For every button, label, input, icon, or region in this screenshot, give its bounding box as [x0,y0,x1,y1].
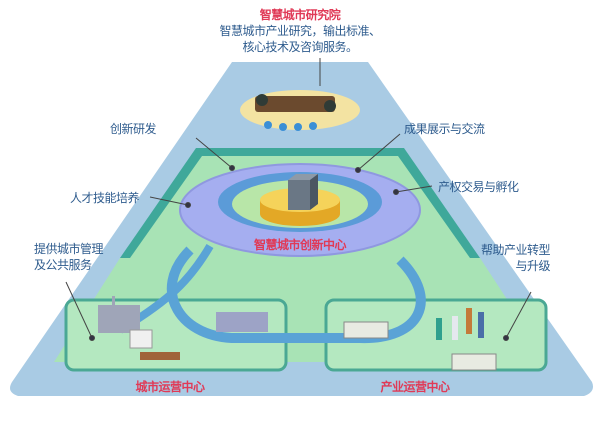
callout-results-exchange: 成果展示与交流 [404,122,485,136]
industry-ops-center-label: 产业运营中心 [380,380,450,394]
city-ops-center-label: 城市运营中心 [135,380,205,394]
callout-talent-training: 人才技能培养 [70,191,140,205]
hub-building [288,180,310,210]
callout-city-mgmt-1: 提供城市管理 [34,242,104,256]
callout-ip-incubation: 产权交易与孵化 [438,180,519,194]
research-institute-desc-2: 核心技术及咨询服务。 [242,40,358,54]
innovation-center-title: 智慧城市创新中心 [253,238,347,252]
warehouse-icon [216,312,268,332]
industrial-unit-icon-2 [451,353,497,371]
callout-industry-upgrade-1: 帮助产业转型 [480,243,551,257]
industrial-unit-icon-1 [343,321,389,339]
callout-industry-upgrade-2: 与升级 [515,259,550,273]
research-institute-desc-1: 智慧城市产业研究，输出标准、 [219,24,381,38]
chart-board-icon [129,329,153,349]
people-group-icon [436,308,484,340]
factory-icon [98,305,140,333]
callout-innovation-rd: 创新研发 [110,122,157,136]
callout-city-mgmt-2: 及公共服务 [34,258,92,272]
desk-icon [140,352,180,360]
research-institute-title: 智慧城市研究院 [259,8,341,22]
